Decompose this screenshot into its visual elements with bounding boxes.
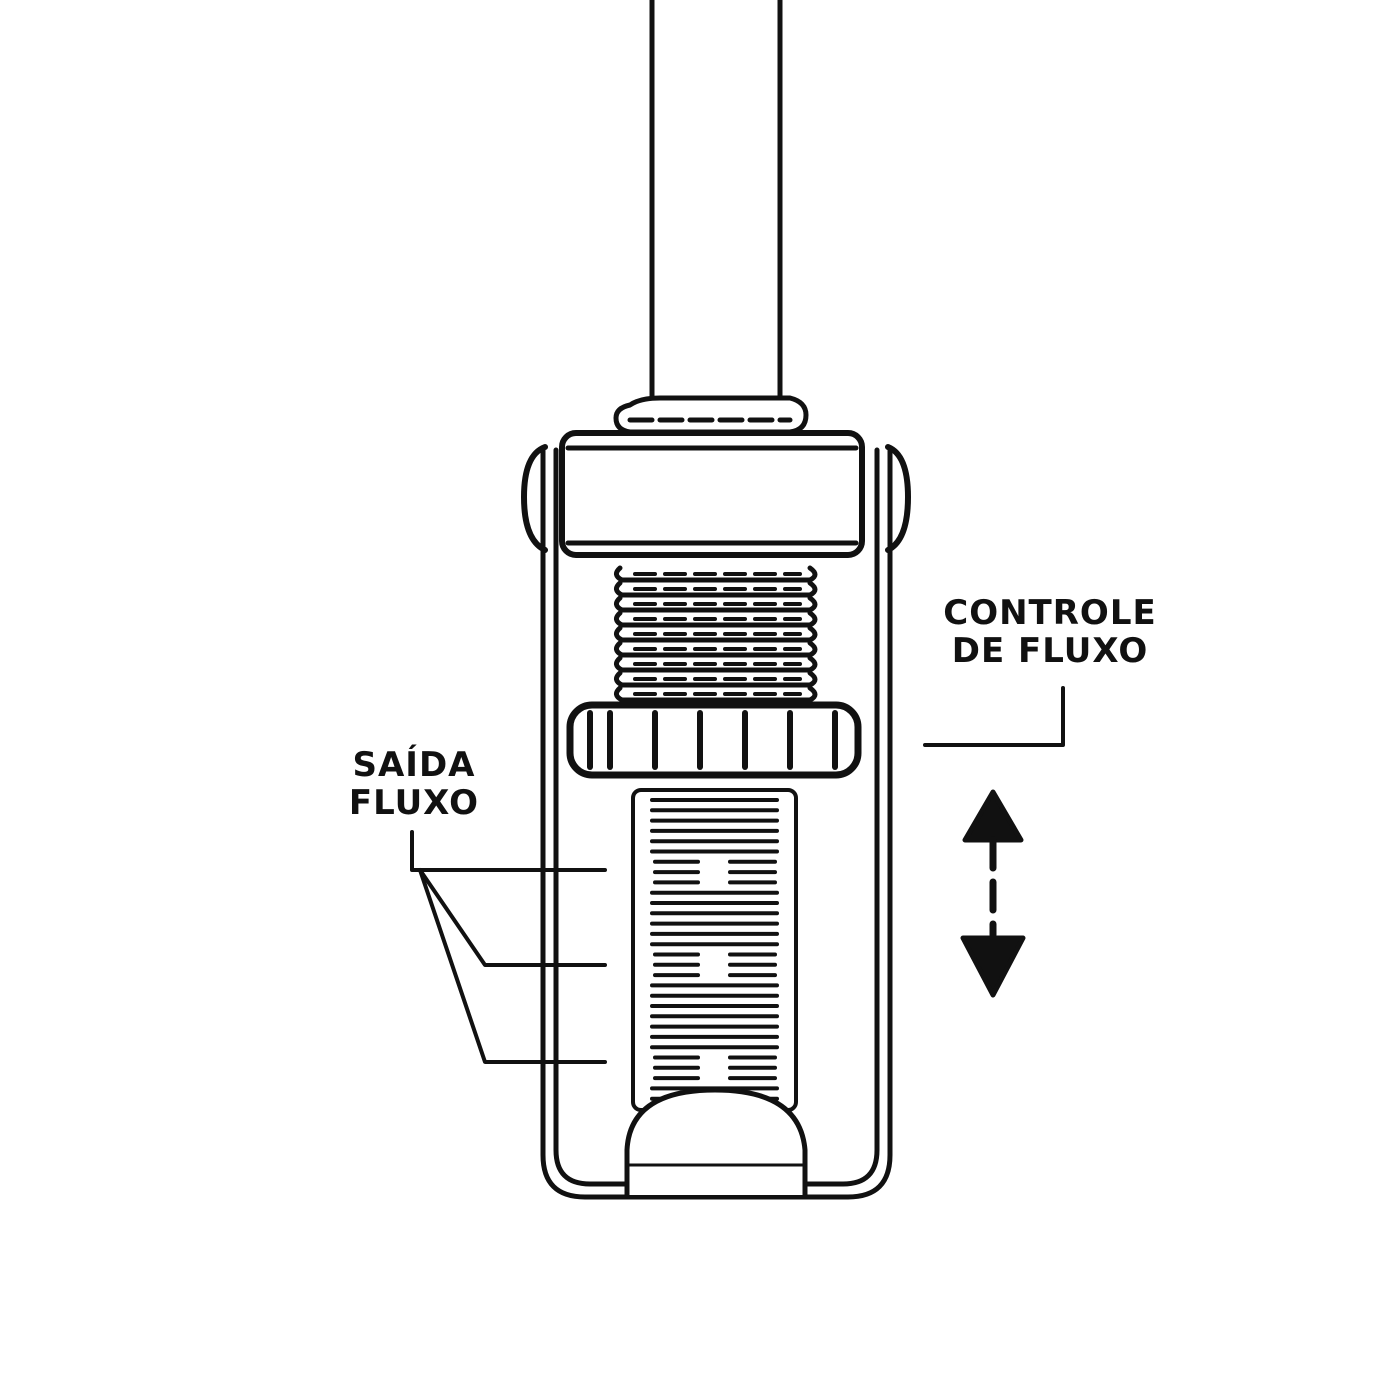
left-pivot bbox=[521, 444, 548, 553]
thread-ridge bbox=[614, 640, 818, 658]
thread-ridge bbox=[614, 655, 818, 673]
flow-control-label-line1: CONTROLE bbox=[943, 593, 1156, 633]
outlet-dome bbox=[624, 1087, 808, 1198]
flow-control-label-line2: DE FLUXO bbox=[952, 631, 1148, 671]
thread-ridge bbox=[614, 625, 818, 643]
thread-ridge bbox=[614, 595, 818, 613]
flow-outlet-label-line2: FLUXO bbox=[349, 783, 479, 823]
thread-ridge bbox=[614, 670, 818, 688]
flow-control-knob bbox=[566, 701, 862, 779]
thread-ridge bbox=[614, 685, 818, 703]
control-leader-line bbox=[923, 686, 1065, 747]
right-pivot bbox=[885, 444, 911, 553]
up-down-arrow-icon bbox=[960, 789, 1026, 998]
top-nut bbox=[613, 395, 809, 435]
lower-thread bbox=[631, 788, 798, 1112]
valve-cap bbox=[559, 430, 865, 558]
thread-ridge bbox=[614, 580, 818, 598]
thread-ridge bbox=[614, 565, 818, 583]
upper-thread bbox=[614, 565, 818, 703]
pipe bbox=[649, 0, 783, 408]
outlet-leader-lines bbox=[410, 830, 607, 1064]
flow-outlet-label-line1: SAÍDA bbox=[353, 744, 476, 785]
thread-ridge bbox=[614, 610, 818, 628]
